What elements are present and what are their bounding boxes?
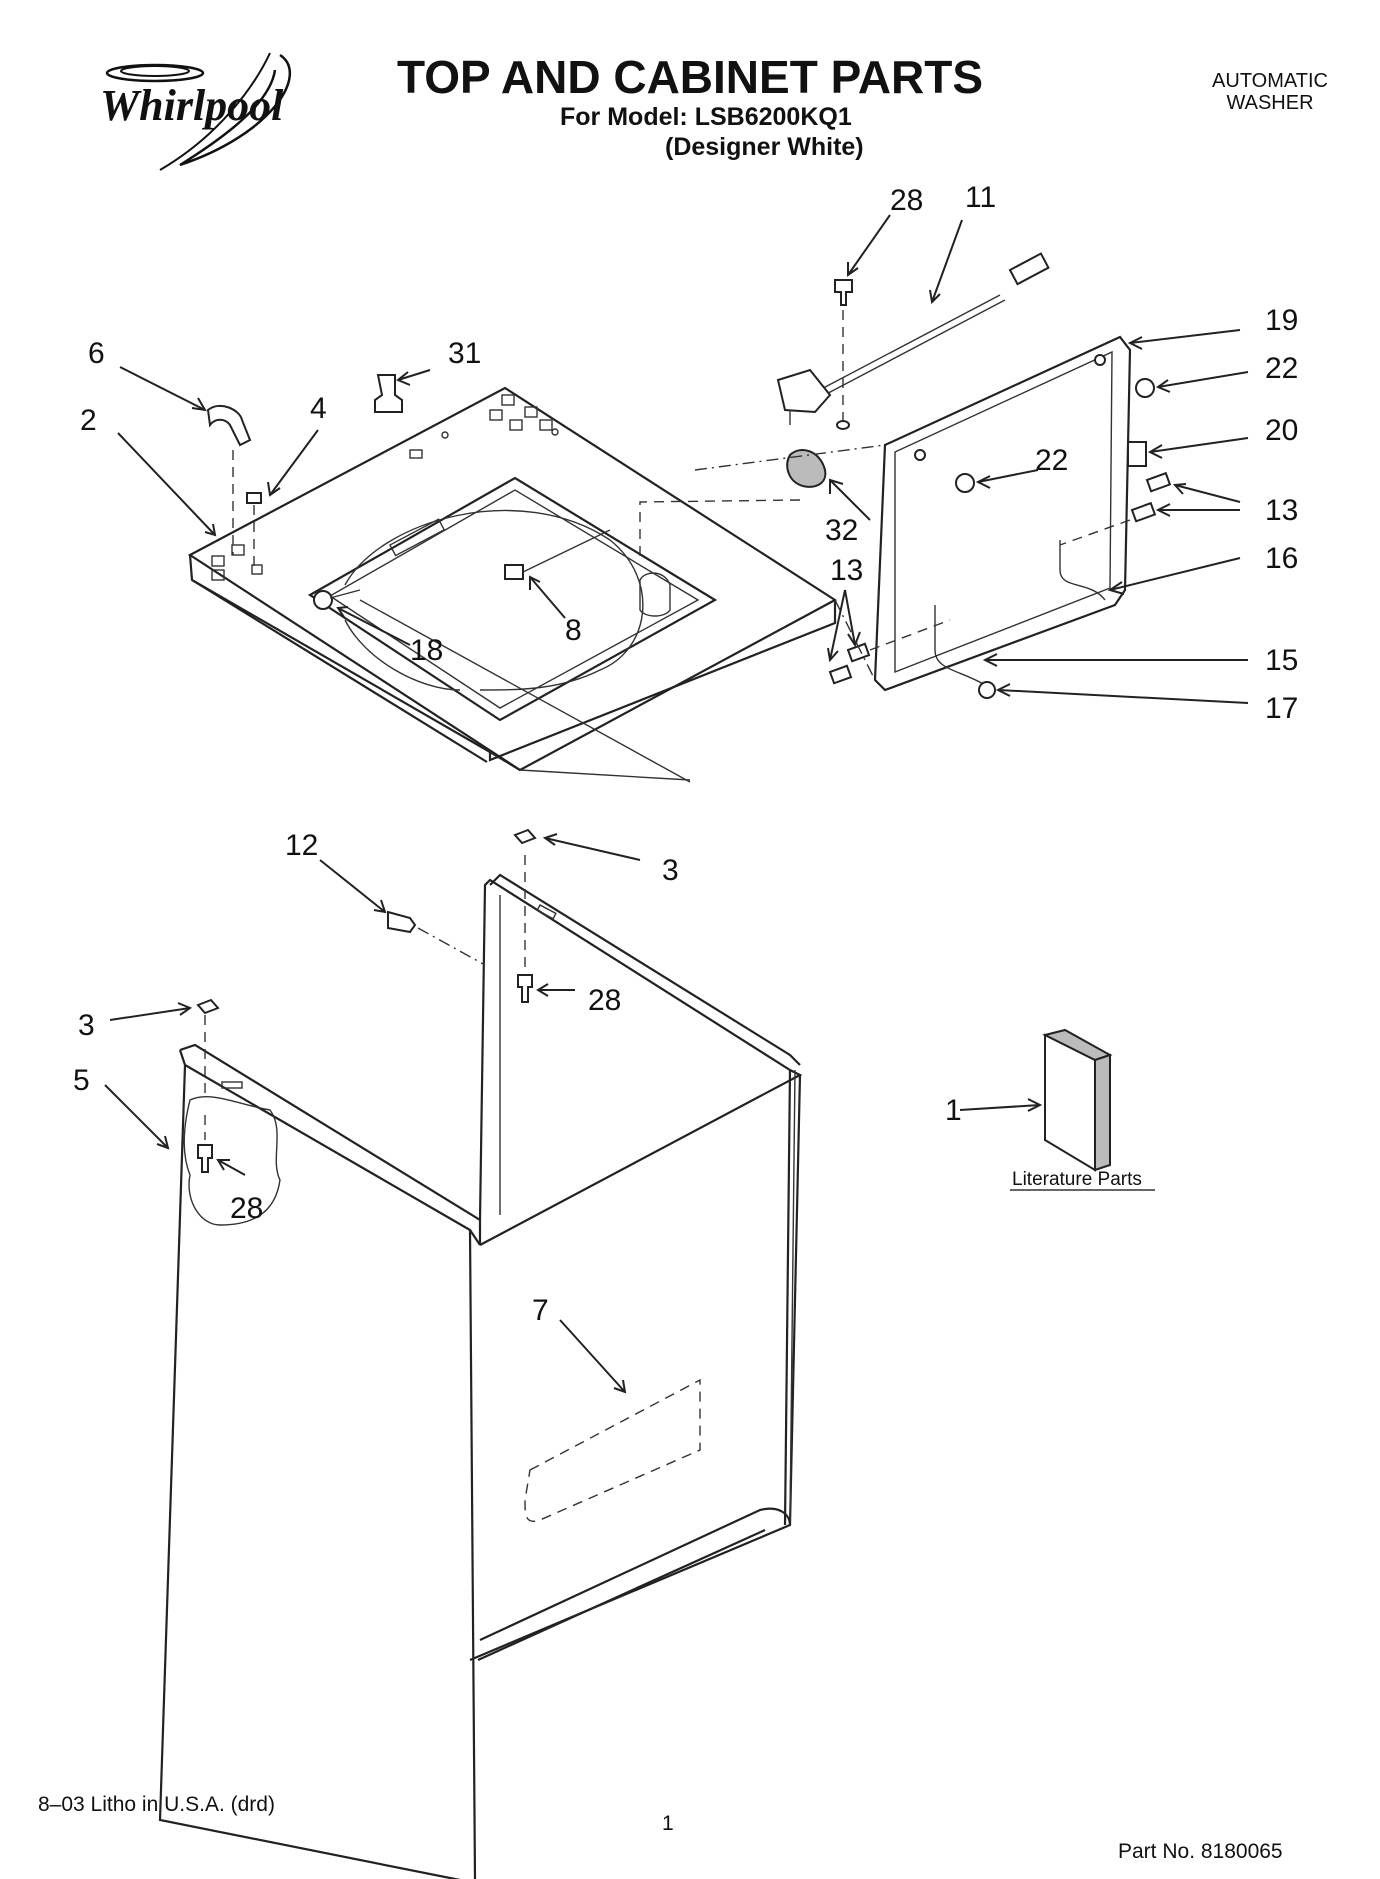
part-8 (504, 529, 611, 580)
part-20 (1127, 441, 1147, 467)
product-line-2: WASHER (1226, 92, 1314, 114)
cutaway-patch (183, 1096, 281, 1226)
callout-13-left: 13 (830, 554, 863, 587)
part-22-a (1135, 378, 1155, 398)
model-line: For Model: LSB6200KQ1 (560, 103, 852, 131)
callout-3-top: 3 (662, 854, 679, 887)
color-line: (Designer White) (665, 133, 864, 161)
part-28-mid (517, 974, 533, 1003)
brand-logo: Whirlpool (100, 81, 284, 130)
callout-6: 6 (88, 337, 105, 370)
part-12 (387, 910, 417, 934)
callout-15: 15 (1265, 644, 1298, 677)
top-panel (187, 386, 838, 772)
callout-19: 19 (1265, 304, 1298, 337)
part-11-harness (776, 252, 1050, 425)
literature-parts-label: Literature Parts (1012, 1169, 1142, 1190)
callout-16: 16 (1265, 542, 1298, 575)
callout-17: 17 (1265, 692, 1298, 725)
part-4 (246, 492, 262, 504)
part-3-top (513, 828, 537, 845)
callout-3-left: 3 (78, 1009, 95, 1042)
cabinet (158, 873, 803, 1879)
part-number: Part No. 8180065 (1118, 1840, 1283, 1863)
callout-5: 5 (73, 1064, 90, 1097)
callout-12: 12 (285, 829, 318, 862)
callout-13-right: 13 (1265, 494, 1298, 527)
callout-7: 7 (532, 1294, 549, 1327)
whirlpool-swirl-icon (105, 52, 292, 171)
callout-28-top: 28 (890, 184, 923, 217)
part-32 (786, 449, 827, 488)
part-28-patch (197, 1144, 213, 1173)
callout-22-a: 22 (1265, 352, 1298, 385)
callout-11: 11 (965, 181, 996, 214)
part-31 (374, 374, 403, 413)
page-number: 1 (662, 1812, 674, 1835)
callout-2: 2 (80, 404, 97, 437)
callout-28-patch: 28 (230, 1192, 263, 1225)
callout-31: 31 (448, 337, 481, 370)
product-type: AUTOMATIC WASHER (1170, 70, 1370, 114)
callout-28-mid: 28 (588, 984, 621, 1017)
callout-18: 18 (410, 634, 443, 667)
part-17 (978, 681, 996, 699)
part-22-b (955, 473, 975, 493)
part-19-frame (873, 335, 1132, 692)
part-28-top (834, 279, 853, 306)
callout-8: 8 (565, 614, 582, 647)
litho-note: 8–03 Litho in U.S.A. (drd) (38, 1793, 275, 1816)
callout-1: 1 (945, 1094, 962, 1127)
callout-22-b: 22 (1035, 444, 1068, 477)
part-18 (313, 589, 361, 610)
callout-20: 20 (1265, 414, 1298, 447)
part-3-left (196, 998, 220, 1015)
callout-32: 32 (825, 514, 858, 547)
literature-book (1042, 1028, 1113, 1172)
leader-arrows (104, 214, 1249, 1394)
callout-4: 4 (310, 392, 327, 425)
part-6 (206, 404, 252, 447)
product-line-1: AUTOMATIC (1212, 70, 1328, 92)
page-title: TOP AND CABINET PARTS (396, 51, 984, 103)
